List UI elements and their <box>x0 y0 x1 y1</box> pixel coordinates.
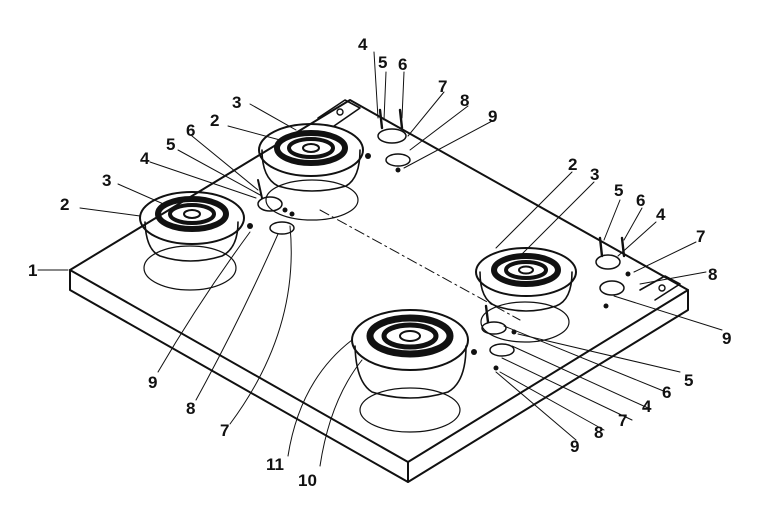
label-3: 3 <box>102 171 111 190</box>
label-6: 6 <box>398 55 407 74</box>
label-8: 8 <box>708 265 717 284</box>
label-1: 1 <box>28 261 37 280</box>
label-6: 6 <box>186 121 195 140</box>
label-5: 5 <box>614 181 623 200</box>
label-4: 4 <box>358 35 368 54</box>
label-2: 2 <box>568 155 577 174</box>
hardware-right <box>595 236 631 309</box>
leader-lines <box>37 51 723 467</box>
label-8: 8 <box>594 423 603 442</box>
label-9: 9 <box>488 107 497 126</box>
hardware-rear <box>365 108 411 173</box>
label-9: 9 <box>148 373 157 392</box>
label-5: 5 <box>166 135 175 154</box>
burner-right <box>475 247 577 343</box>
label-10: 10 <box>298 471 317 490</box>
label-9: 9 <box>570 437 579 456</box>
label-9: 9 <box>722 329 731 348</box>
label-7: 7 <box>438 77 447 96</box>
label-2: 2 <box>60 195 69 214</box>
burner-left <box>139 191 245 291</box>
label-4: 4 <box>642 397 652 416</box>
label-4: 4 <box>656 205 666 224</box>
burner-front <box>351 309 469 433</box>
label-6: 6 <box>662 383 671 402</box>
hardware-left <box>247 179 295 235</box>
label-5: 5 <box>684 371 693 390</box>
label-5: 5 <box>378 53 387 72</box>
label-7: 7 <box>618 411 627 430</box>
label-7: 7 <box>696 227 705 246</box>
label-3: 3 <box>590 165 599 184</box>
label-8: 8 <box>460 91 469 110</box>
label-8: 8 <box>186 399 195 418</box>
label-11: 11 <box>266 455 284 474</box>
label-6: 6 <box>636 191 645 210</box>
label-2: 2 <box>210 111 219 130</box>
burner-rear <box>258 123 364 221</box>
hardware-front <box>471 304 517 371</box>
label-4: 4 <box>140 149 150 168</box>
label-3: 3 <box>232 93 241 112</box>
part-labels: 1 2 3 2 3 6 5 4 4 5 6 7 8 9 2 3 5 6 4 7 … <box>28 35 731 490</box>
base-plate <box>69 99 689 483</box>
label-7: 7 <box>220 421 229 440</box>
